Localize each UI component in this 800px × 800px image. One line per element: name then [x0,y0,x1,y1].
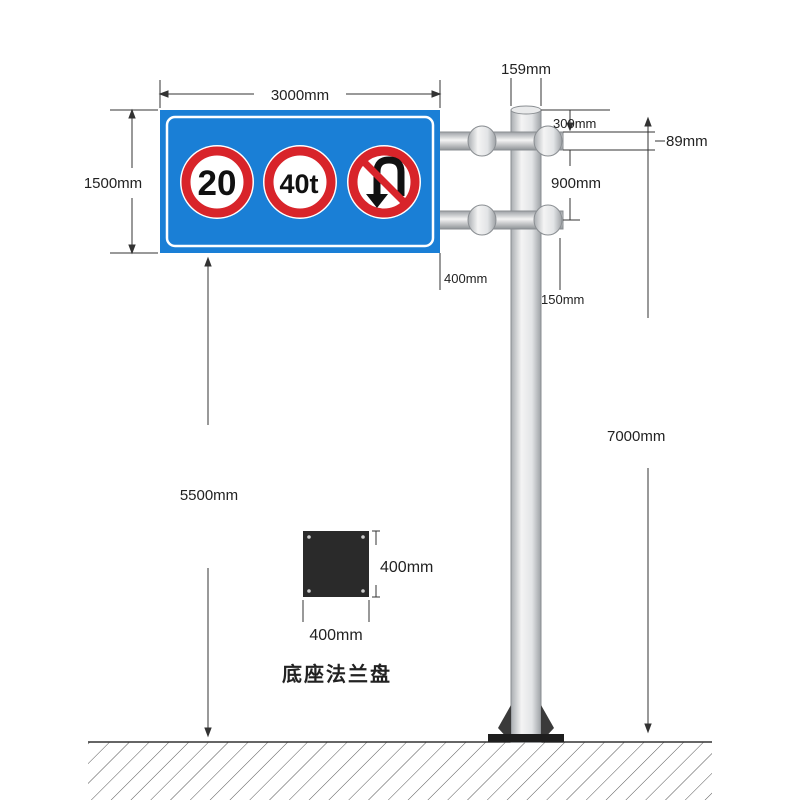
ground [88,741,712,800]
dimension-lines [110,78,665,738]
bracket-pipe-label: 89mm [666,133,708,150]
speed-limit-sign: 20 [180,145,254,219]
bracket-top-offset-label: 300mm [553,116,596,131]
weight-limit-sign: 40t [263,145,337,219]
speed-limit-value: 20 [198,164,237,203]
bracket-spacing-label: 900mm [551,175,601,192]
pole [510,105,542,743]
weight-limit-value: 40t [279,169,318,199]
bracket-arm-upper [437,125,564,157]
flange-plate [303,531,369,597]
clearance-height-label: 5500mm [180,487,238,504]
bracket-arm-lower [437,204,564,236]
dimension-labels: 3000mm 1500mm 159mm 300mm 89mm 900mm 400… [84,61,708,686]
flange-caption: 底座法兰盘 [282,662,392,686]
sign-width-label: 3000mm [271,87,329,104]
bracket-length-label: 400mm [444,271,487,286]
sign-height-label: 1500mm [84,175,142,192]
u-turn-arrow-icon [366,156,405,208]
pole-height-label: 7000mm [607,428,665,445]
flange-width-label: 400mm [309,627,362,644]
flange-height-label: 400mm [380,559,433,576]
no-u-turn-sign [347,145,421,219]
bracket-bottom-offset-label: 150mm [541,292,584,307]
pole-base [488,705,564,742]
pole-diameter-label: 159mm [501,61,551,78]
